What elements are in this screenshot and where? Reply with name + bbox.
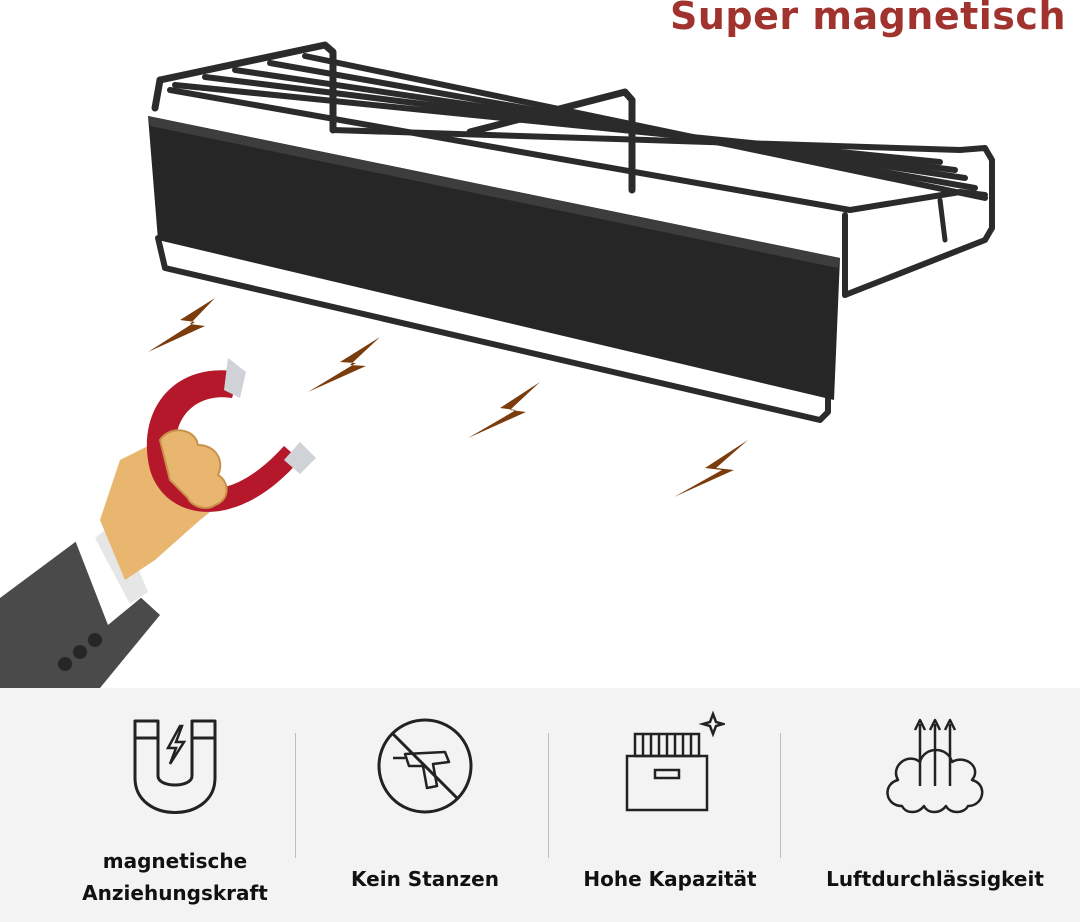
airflow-cloud-icon: [886, 718, 984, 814]
divider: [548, 733, 549, 858]
storage-box-icon: [625, 710, 725, 812]
hand-holding-magnet-icon: [0, 358, 316, 688]
horseshoe-magnet-icon: [133, 719, 217, 814]
feature-no-drill: Kein Stanzen: [300, 688, 550, 922]
black-wire-shelf-icon: [151, 41, 995, 423]
feature-magnet: magnetische Anziehungskraft: [55, 688, 295, 922]
divider: [295, 733, 296, 858]
feature-label: Luftdurchlässigkeit: [826, 867, 1044, 891]
divider: [780, 733, 781, 858]
feature-label-line1: magnetische: [102, 849, 248, 873]
feature-label-line2: Anziehungskraft: [82, 881, 268, 905]
feature-label: Hohe Kapazität: [583, 867, 757, 891]
no-drill-icon: [377, 718, 473, 814]
headline: Super magnetisch: [669, 0, 1066, 38]
feature-capacity: Hohe Kapazität: [555, 688, 785, 922]
shelf-front-panel: [148, 116, 840, 400]
feature-airflow: Luftdurchlässigkeit: [800, 688, 1070, 922]
feature-label: Kein Stanzen: [351, 867, 499, 891]
lightning-bolt-icon: [148, 298, 748, 497]
features-band: magnetische Anziehungskraft Kein Stanzen: [0, 688, 1080, 922]
hero-illustration: [0, 41, 995, 688]
